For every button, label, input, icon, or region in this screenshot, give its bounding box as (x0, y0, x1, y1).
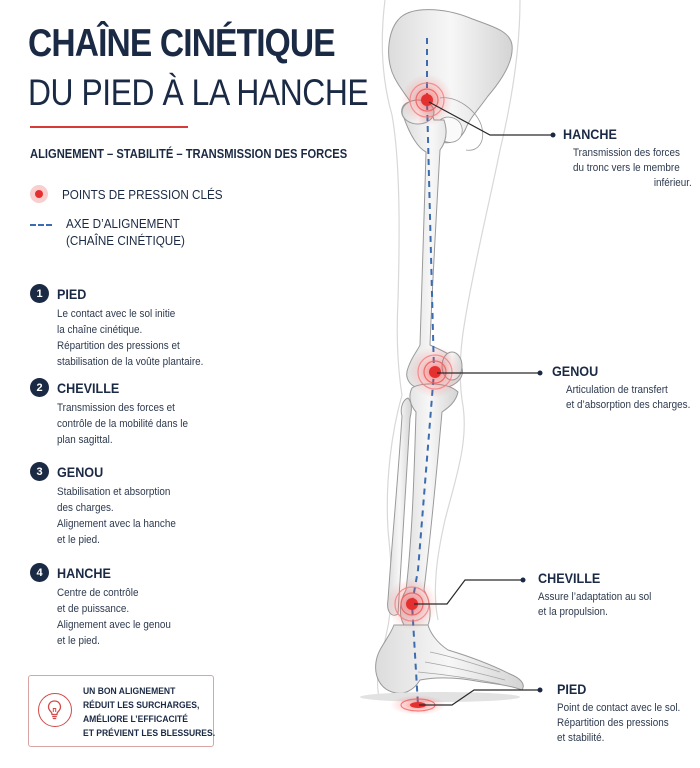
step-title: CHEVILLE (57, 379, 120, 396)
label-line: et stabilité. (557, 732, 605, 744)
pressure-point-foot (390, 695, 446, 715)
label-line: du tronc vers le membre (573, 162, 680, 174)
step-description: Stabilisation et absorption des charges.… (57, 484, 237, 548)
step-line: Alignement avec le genou (57, 619, 171, 631)
step-hanche: 4 HANCHE Centre de contrôle et de puissa… (30, 563, 220, 649)
callout-text: UN BON ALIGNEMENT RÉDUIT LES SURCHARGES,… (83, 685, 215, 741)
label-line: Assure l’adaptation au sol (538, 591, 652, 603)
step-line: Répartition des pressions et (57, 340, 180, 352)
step-line: et de puissance. (57, 603, 130, 615)
callout-line: AMÉLIORE L’EFFICACITÉ (83, 714, 188, 725)
step-title: GENOU (57, 463, 104, 480)
label-hanche: HANCHE Transmission des forces du tronc … (563, 126, 700, 191)
step-line: Stabilisation et absorption (57, 486, 171, 498)
leader-lines (414, 101, 553, 706)
label-title: GENOU (552, 363, 599, 379)
leader-end-dot (520, 577, 526, 583)
step-genou: 3 GENOU Stabilisation et absorption des … (30, 462, 220, 548)
step-number-badge: 1 (30, 284, 49, 303)
label-line: Articulation de transfert (566, 384, 668, 396)
foot-bones (375, 624, 524, 694)
step-line: et le pied. (57, 534, 100, 546)
label-title: CHEVILLE (538, 570, 601, 586)
legend-axis: AXE D’ALIGNEMENT (CHAÎNE CINÉTIQUE) (30, 215, 198, 249)
lightbulb-icon (38, 693, 72, 727)
callout-line: ET PRÉVIENT LES BLESSURES. (83, 728, 216, 739)
step-title: HANCHE (57, 564, 111, 581)
label-description: Point de contact avec le sol. Répartitio… (557, 701, 680, 746)
pressure-point-icon (30, 185, 48, 203)
label-line: Répartition des pressions (557, 717, 669, 729)
step-number-badge: 3 (30, 462, 49, 481)
step-description: Centre de contrôle et de puissance. Alig… (57, 585, 237, 649)
step-pied: 1 PIED Le contact avec le sol initie la … (30, 284, 220, 370)
label-description: Articulation de transfert et d’absorptio… (566, 383, 690, 413)
step-line: contrôle de la mobilité dans le (57, 418, 188, 430)
title-divider (30, 126, 188, 128)
tagline: ALIGNEMENT – STABILITÉ – TRANSMISSION DE… (30, 146, 348, 161)
label-title: HANCHE (563, 126, 617, 142)
label-pied: PIED Point de contact avec le sol. Répar… (557, 681, 694, 746)
leader-line-foot (419, 689, 540, 706)
pressure-point-knee (409, 346, 461, 398)
step-line: stabilisation de la voûte plantaire. (57, 356, 204, 368)
step-line: Le contact avec le sol initie (57, 308, 176, 320)
label-line: et d’absorption des charges. (566, 399, 691, 411)
label-line: inférieur. (653, 177, 692, 189)
step-line: plan sagittal. (57, 434, 113, 446)
page-subtitle-line: DU PIED À LA HANCHE (28, 72, 369, 113)
step-line: Centre de contrôle (57, 587, 139, 599)
label-title: PIED (557, 681, 587, 697)
label-genou: GENOU Articulation de transfert et d’abs… (552, 363, 700, 413)
step-cheville: 2 CHEVILLE Transmission des forces et co… (30, 378, 220, 448)
step-line: Alignement avec la hanche (57, 518, 176, 530)
label-line: et la propulsion. (538, 606, 608, 618)
label-cheville: CHEVILLE Assure l’adaptation au sol et l… (538, 570, 664, 620)
step-line: des charges. (57, 502, 114, 514)
legend-pressure-label: POINTS DE PRESSION CLÉS (62, 187, 223, 202)
leader-end-dot (537, 370, 543, 376)
step-description: Le contact avec le sol initie la chaîne … (57, 306, 237, 370)
pressure-point-ankle (386, 578, 438, 630)
step-description: Transmission des forces et contrôle de l… (57, 400, 237, 448)
callout-line: RÉDUIT LES SURCHARGES, (83, 700, 200, 711)
leader-end-dot (537, 687, 543, 693)
femur-bone (401, 99, 463, 389)
step-number-badge: 2 (30, 378, 49, 397)
leader-end-dot (550, 132, 556, 138)
legend-axis-label-2: (CHAÎNE CINÉTIQUE) (66, 233, 185, 248)
label-line: Point de contact avec le sol. (557, 702, 681, 714)
dashed-axis-icon (30, 224, 52, 226)
tip-callout: UN BON ALIGNEMENT RÉDUIT LES SURCHARGES,… (28, 675, 215, 747)
callout-line: UN BON ALIGNEMENT (83, 686, 176, 697)
leg-outline (376, 0, 521, 701)
tibia-fibula-bones (387, 383, 459, 626)
legend-pressure-points: POINTS DE PRESSION CLÉS (30, 185, 240, 203)
leader-line-ankle (414, 579, 523, 605)
label-description: Transmission des forces du tronc vers le… (573, 146, 692, 191)
step-line: et le pied. (57, 635, 100, 647)
page-title: CHAÎNE CINÉTIQUE (28, 22, 336, 65)
pelvis-bone (388, 9, 513, 151)
step-number-badge: 4 (30, 563, 49, 582)
legend-axis-label: AXE D’ALIGNEMENT (66, 216, 180, 231)
step-line: la chaîne cinétique. (57, 324, 143, 336)
step-title: PIED (57, 285, 87, 302)
leader-line-hip (428, 101, 553, 136)
label-description: Assure l’adaptation au sol et la propuls… (538, 590, 651, 620)
step-line: Transmission des forces et (57, 402, 175, 414)
label-line: Transmission des forces (573, 147, 680, 159)
pressure-point-hip (401, 74, 453, 126)
